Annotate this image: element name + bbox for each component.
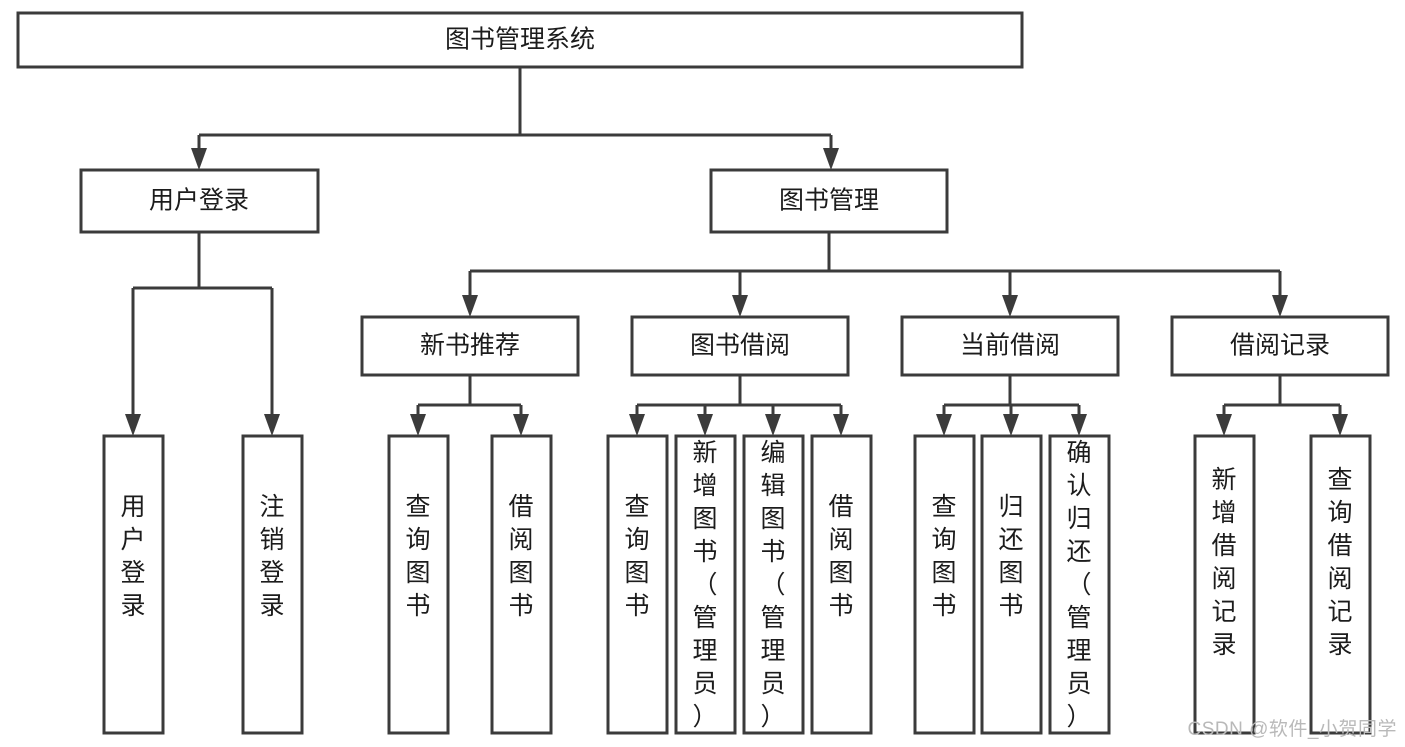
node-leaf-borrow-book-2-label: 借阅图书 <box>828 493 853 620</box>
node-borrow-record-box[interactable] <box>1170 315 1390 377</box>
node-leaf-user-logout-label: 注销登录 <box>259 493 284 620</box>
arrow-head-leaf-confirm-return <box>1071 414 1087 436</box>
node-leaf-add-record-box[interactable] <box>1193 434 1256 735</box>
arrow-head-book-manage <box>823 148 839 170</box>
node-leaf-confirm-return-label: 确认归还（管理员） <box>1066 439 1091 731</box>
node-leaf-query-book-3[interactable]: 查询图书 <box>913 434 976 735</box>
node-leaf-query-record-box[interactable] <box>1309 434 1372 735</box>
node-leaf-add-book-label: 新增图书（管理员） <box>692 439 717 731</box>
node-leaf-borrow-book-1-box[interactable] <box>490 434 553 735</box>
arrow-head-leaf-user-logout <box>264 414 280 436</box>
node-leaf-return-book-box[interactable] <box>980 434 1043 735</box>
node-leaf-return-book-label: 归还图书 <box>998 493 1023 620</box>
node-borrow-record-label: 借阅记录 <box>1230 332 1330 360</box>
csdn-watermark: CSDN @软件_小贺同学 <box>1187 719 1397 740</box>
node-leaf-user-login[interactable]: 用户登录 <box>102 434 165 735</box>
node-new-book-rec[interactable]: 新书推荐 <box>360 315 580 377</box>
arrow-head-borrow-record <box>1272 295 1288 317</box>
node-leaf-user-login-box[interactable] <box>102 434 165 735</box>
arrow-head-leaf-return-book <box>1003 414 1019 436</box>
arrow-head-leaf-query-book-2 <box>629 414 645 436</box>
node-leaf-add-record[interactable]: 新增借阅记录 <box>1193 434 1256 735</box>
node-user-login-label: 用户登录 <box>149 187 249 215</box>
node-leaf-add-book-box[interactable] <box>674 434 737 735</box>
arrow-head-leaf-add-record <box>1216 414 1232 436</box>
node-root[interactable]: 图书管理系统 <box>16 11 1024 69</box>
node-leaf-query-book-1-box[interactable] <box>387 434 450 735</box>
node-leaf-confirm-return[interactable]: 确认归还（管理员） <box>1048 434 1111 735</box>
node-leaf-edit-book-box[interactable] <box>742 434 805 735</box>
node-leaf-query-book-3-box[interactable] <box>913 434 976 735</box>
node-book-borrow-label: 图书借阅 <box>690 332 790 360</box>
node-borrow-record[interactable]: 借阅记录 <box>1170 315 1390 377</box>
arrow-head-leaf-borrow-book-1 <box>513 414 529 436</box>
node-leaf-user-login-label: 用户登录 <box>120 493 145 620</box>
arrow-head-user-login <box>191 148 207 170</box>
node-leaf-query-book-3-label: 查询图书 <box>931 493 956 620</box>
node-leaf-query-book-2-label: 查询图书 <box>624 493 649 620</box>
node-leaf-user-logout[interactable]: 注销登录 <box>241 434 304 735</box>
node-leaf-query-book-1[interactable]: 查询图书 <box>387 434 450 735</box>
arrow-head-leaf-edit-book <box>765 414 781 436</box>
node-book-manage-label: 图书管理 <box>779 187 879 215</box>
node-current-borrow-box[interactable] <box>900 315 1120 377</box>
arrow-head-new-book-rec <box>462 295 478 317</box>
node-leaf-confirm-return-box[interactable] <box>1048 434 1111 735</box>
node-leaf-add-record-label: 新增借阅记录 <box>1211 466 1236 659</box>
node-book-borrow[interactable]: 图书借阅 <box>630 315 850 377</box>
node-leaf-borrow-book-1[interactable]: 借阅图书 <box>490 434 553 735</box>
arrow-head-leaf-borrow-book-2 <box>833 414 849 436</box>
leaf-layer: 用户登录 注销登录 查询图书 借阅图书 查询图书 新增图书 <box>102 434 1372 735</box>
node-leaf-user-logout-box[interactable] <box>241 434 304 735</box>
arrow-head-leaf-user-login <box>125 414 141 436</box>
node-new-book-rec-box[interactable] <box>360 315 580 377</box>
node-leaf-query-book-1-label: 查询图书 <box>405 493 430 620</box>
node-leaf-borrow-book-2[interactable]: 借阅图书 <box>810 434 873 735</box>
node-leaf-add-book[interactable]: 新增图书（管理员） <box>674 434 737 735</box>
node-new-book-rec-label: 新书推荐 <box>420 332 520 360</box>
arrow-head-book-borrow <box>732 295 748 317</box>
node-user-login-box[interactable] <box>79 168 320 234</box>
node-leaf-query-book-2[interactable]: 查询图书 <box>606 434 669 735</box>
arrow-head-leaf-query-record <box>1332 414 1348 436</box>
node-root-label: 图书管理系统 <box>445 26 595 54</box>
node-leaf-return-book[interactable]: 归还图书 <box>980 434 1043 735</box>
node-current-borrow[interactable]: 当前借阅 <box>900 315 1120 377</box>
node-current-borrow-label: 当前借阅 <box>960 332 1060 360</box>
node-leaf-edit-book[interactable]: 编辑图书（管理员） <box>742 434 805 735</box>
node-user-login[interactable]: 用户登录 <box>79 168 320 234</box>
node-leaf-query-record-label: 查询借阅记录 <box>1327 466 1352 659</box>
node-leaf-query-record[interactable]: 查询借阅记录 <box>1309 434 1372 735</box>
arrow-head-leaf-query-book-1 <box>410 414 426 436</box>
node-root-box[interactable] <box>16 11 1024 69</box>
node-book-borrow-box[interactable] <box>630 315 850 377</box>
node-leaf-query-book-2-box[interactable] <box>606 434 669 735</box>
node-book-manage[interactable]: 图书管理 <box>709 168 949 234</box>
node-leaf-edit-book-label: 编辑图书（管理员） <box>760 439 785 731</box>
node-leaf-borrow-book-1-label: 借阅图书 <box>508 493 533 620</box>
arrow-head-current-borrow <box>1002 295 1018 317</box>
edge-layer <box>125 67 1348 436</box>
node-leaf-borrow-book-2-box[interactable] <box>810 434 873 735</box>
arrow-head-leaf-add-book <box>697 414 713 436</box>
arrow-head-leaf-query-book-3 <box>936 414 952 436</box>
node-book-manage-box[interactable] <box>709 168 949 234</box>
